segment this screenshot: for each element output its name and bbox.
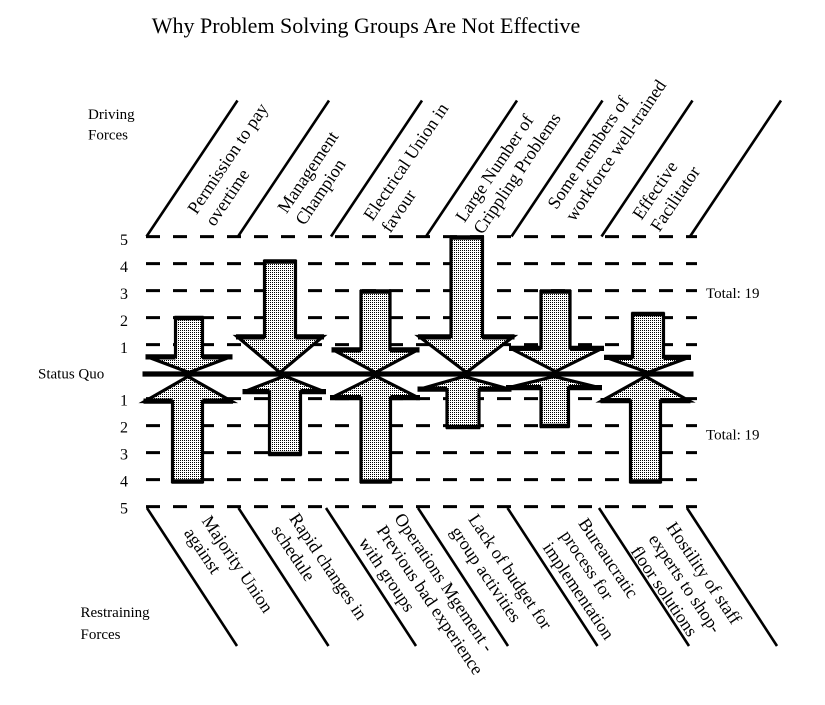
svg-text:Driving: Driving [88, 107, 135, 123]
svg-text:Status Quo: Status Quo [38, 367, 104, 383]
svg-text:Forces: Forces [81, 627, 121, 643]
svg-text:Total: 19: Total: 19 [706, 286, 760, 302]
svg-text:Total: 19: Total: 19 [706, 428, 760, 444]
svg-text:4: 4 [120, 259, 128, 276]
svg-text:1: 1 [120, 393, 128, 410]
svg-text:Forces: Forces [88, 128, 128, 144]
svg-text:5: 5 [120, 501, 128, 518]
svg-text:Why Problem Solving Groups Are: Why Problem Solving Groups Are Not Effec… [152, 13, 581, 38]
svg-text:2: 2 [120, 313, 128, 330]
svg-text:3: 3 [120, 286, 128, 303]
svg-text:2: 2 [120, 420, 128, 437]
svg-text:4: 4 [120, 474, 128, 491]
svg-text:1: 1 [120, 340, 128, 357]
svg-text:5: 5 [120, 232, 128, 249]
svg-text:Restraining: Restraining [81, 605, 151, 621]
svg-text:3: 3 [120, 447, 128, 464]
